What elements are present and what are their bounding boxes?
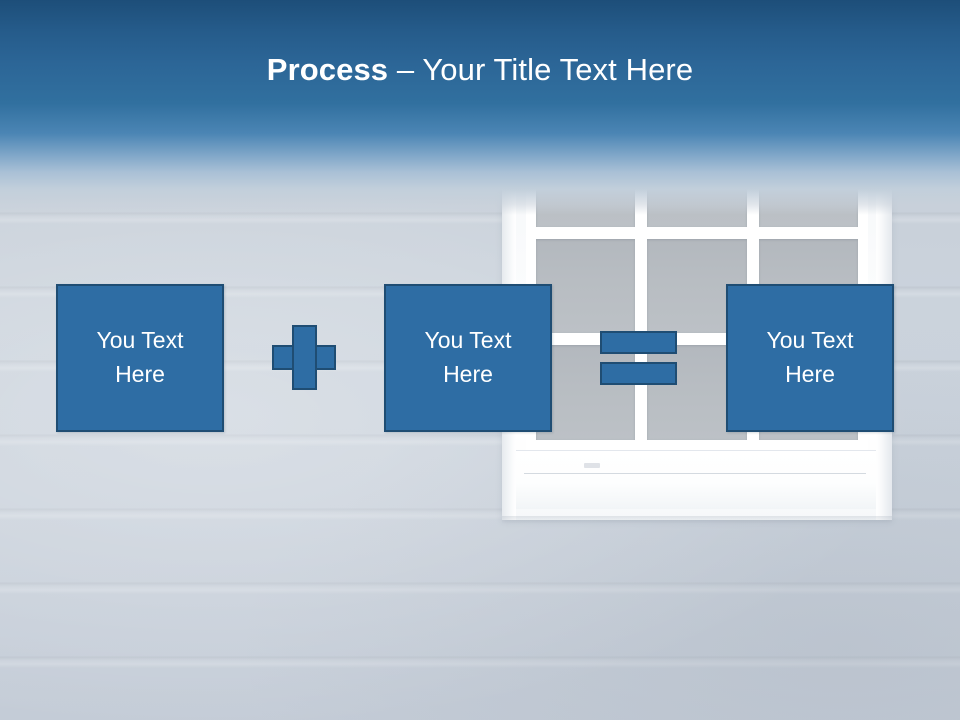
window-pane (536, 132, 636, 227)
process-box-1[interactable]: You Text Here (56, 284, 224, 432)
sill-mark (584, 463, 600, 468)
title-light: Your Title Text Here (422, 52, 694, 87)
equals-upper-bar (600, 331, 677, 354)
process-box-1-line1: You Text (96, 327, 184, 354)
title-separator: – (388, 52, 423, 87)
process-box-1-line2: Here (115, 361, 165, 387)
plus-icon[interactable] (272, 325, 336, 390)
page-title: Process – Your Title Text Here (0, 52, 960, 88)
window-drop-shadow (502, 516, 892, 524)
plus-center-patch (294, 347, 315, 368)
equals-icon[interactable] (600, 331, 677, 385)
equals-lower-bar (600, 362, 677, 385)
title-strong: Process (266, 52, 389, 87)
process-box-2[interactable]: You Text Here (384, 284, 552, 432)
process-box-2-line1: You Text (424, 327, 512, 354)
process-box-2-line2: Here (443, 361, 493, 387)
window-pane (536, 345, 636, 440)
process-box-3[interactable]: You Text Here (726, 284, 894, 432)
window-pane (758, 132, 858, 227)
process-box-3-line1: You Text (766, 327, 854, 354)
window-pane (647, 132, 747, 227)
process-box-3-line2: Here (785, 361, 835, 387)
window-pane (536, 238, 636, 334)
window-sill (516, 450, 876, 509)
